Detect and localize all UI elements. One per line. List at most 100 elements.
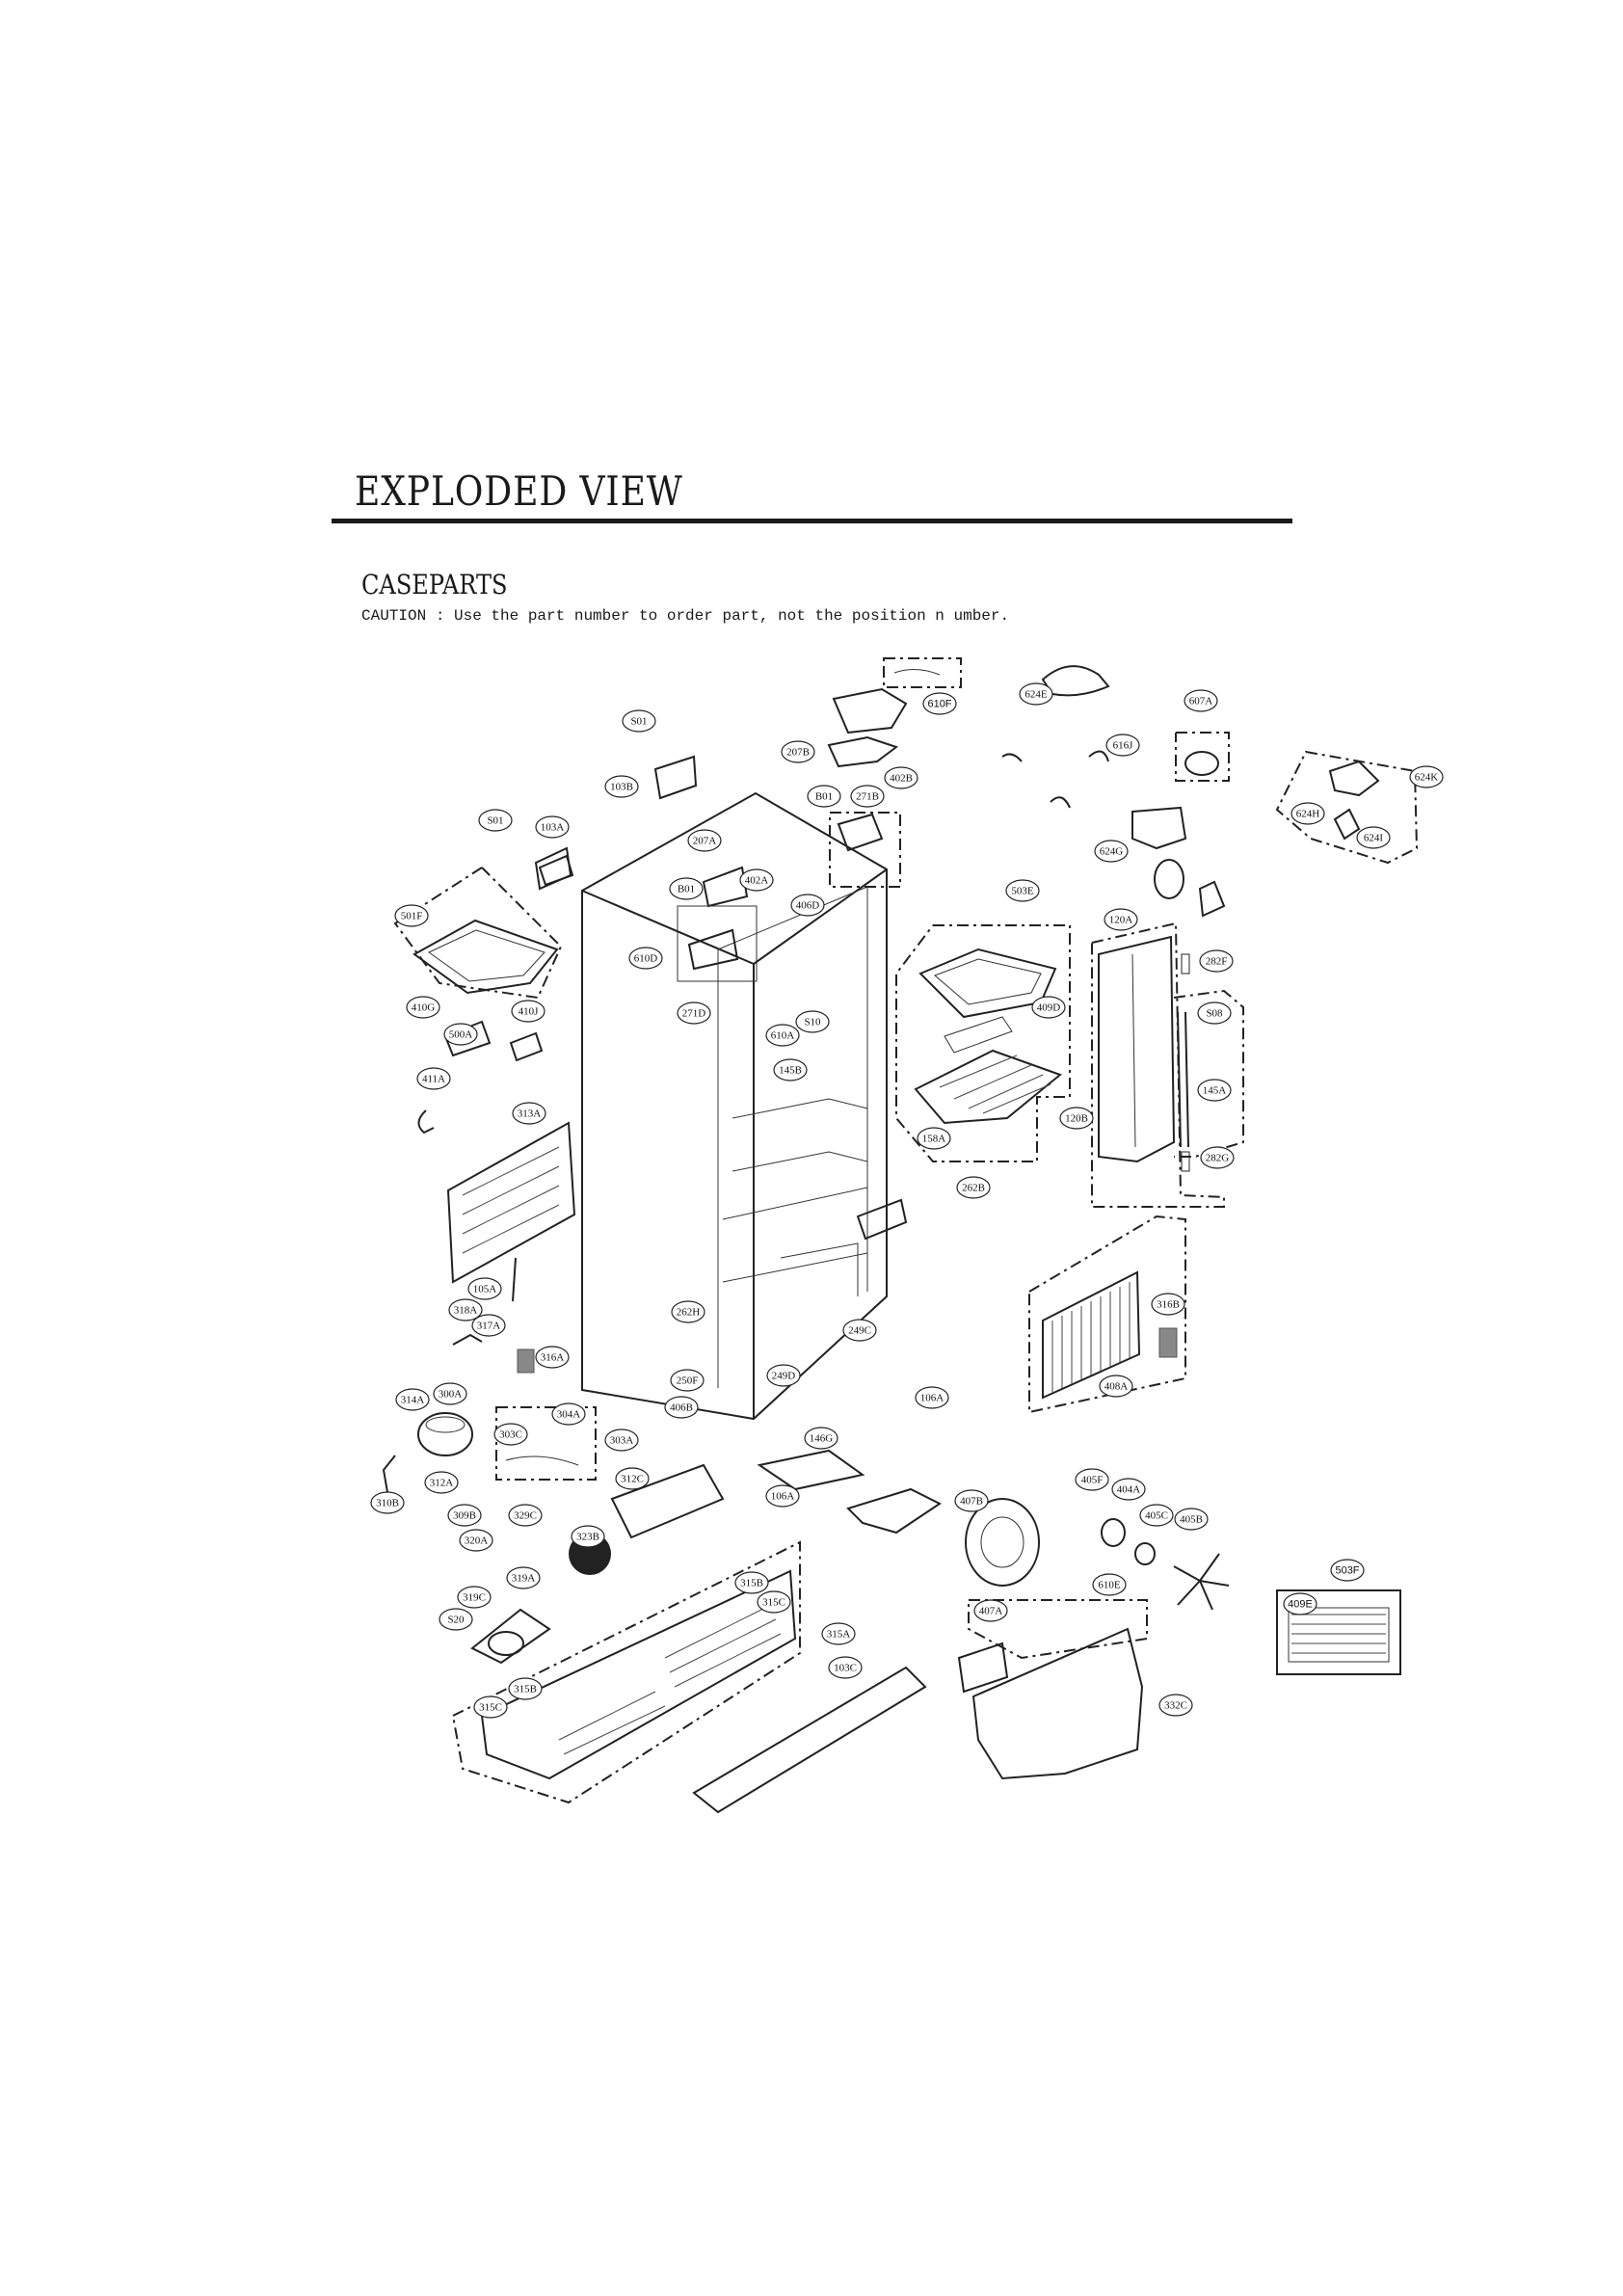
- callout-bubble: [1059, 1107, 1094, 1130]
- callout-text: 503E: [1011, 886, 1034, 897]
- callout-332c: 332C: [1158, 1694, 1193, 1717]
- callout-text: 607A: [1189, 696, 1213, 707]
- callout-bubble: [1099, 1375, 1133, 1398]
- callout-bubble: [535, 815, 570, 839]
- callout-text: 316A: [541, 1352, 565, 1364]
- callout-text: 406B: [670, 1402, 693, 1414]
- callout-bubble: [433, 1382, 467, 1405]
- callout-text: 616J: [1113, 740, 1134, 752]
- callout-406b: 406B: [664, 1396, 699, 1419]
- callout-319a: 319A: [506, 1566, 541, 1589]
- callout-bubble: [1197, 1001, 1232, 1025]
- callout-text: 320A: [465, 1535, 489, 1547]
- callout-bubble: [1330, 1559, 1365, 1582]
- callout-316a: 316A: [535, 1346, 570, 1369]
- callout-text: 313A: [518, 1108, 542, 1120]
- callout-103b: 103B: [604, 775, 639, 798]
- callout-text: S01: [487, 815, 503, 827]
- callout-309b: 309B: [447, 1504, 482, 1527]
- callout-bubble: [956, 1176, 991, 1199]
- caution-note: CAUTION : Use the part number to order p…: [361, 607, 1010, 625]
- callout-249c: 249C: [842, 1319, 877, 1342]
- callout-bubble: [370, 1491, 405, 1514]
- callout-bubble: [395, 1388, 430, 1411]
- callout-s20: S20: [439, 1608, 473, 1631]
- callout-bubble: [781, 740, 815, 763]
- callout-bubble: [1184, 689, 1218, 712]
- callout-text: 304A: [557, 1409, 581, 1421]
- callout-bubble: [473, 1695, 508, 1719]
- callout-624g: 624G: [1094, 840, 1129, 863]
- callout-624h: 624H: [1290, 802, 1325, 825]
- callout-text: 405B: [1180, 1514, 1203, 1526]
- callout-405f: 405F: [1075, 1468, 1109, 1491]
- callout-bubble: [1031, 996, 1066, 1019]
- callout-bubble: [604, 1428, 639, 1452]
- evaporator: [1028, 1215, 1186, 1414]
- callout-text: S20: [447, 1615, 465, 1626]
- callout-bubble: [1356, 826, 1391, 849]
- page-heading: EXPLODED VIEW: [355, 467, 683, 515]
- callout-610f: 610F: [922, 692, 957, 715]
- callout-s01: S01: [478, 809, 513, 832]
- callout-text: 411A: [422, 1074, 445, 1085]
- callout-bubble: [571, 1525, 605, 1548]
- callout-407a: 407A: [973, 1599, 1008, 1622]
- callout-bubble: [459, 1529, 493, 1552]
- callout-text: 408A: [1104, 1381, 1129, 1393]
- callout-106a: 106A: [915, 1386, 949, 1409]
- callout-624e: 624E: [1019, 682, 1053, 706]
- callout-text: 315B: [514, 1684, 537, 1695]
- callout-271d: 271D: [677, 1001, 711, 1025]
- section-title: CASEPARTS: [361, 569, 508, 601]
- callout-bubble: [406, 996, 440, 1019]
- callout-316b: 316B: [1151, 1293, 1185, 1316]
- callout-text: 300A: [439, 1389, 463, 1401]
- callout-text: 323B: [576, 1532, 599, 1543]
- callout-text: 250F: [677, 1375, 699, 1387]
- callout-bubble: [973, 1599, 1008, 1622]
- callout-262b: 262B: [956, 1176, 991, 1199]
- callout-409e: 409E: [1283, 1592, 1317, 1615]
- callout-146g: 146G: [804, 1427, 838, 1450]
- callout-105a: 105A: [467, 1277, 502, 1300]
- callout-text: 315A: [827, 1629, 851, 1641]
- callout-bubble: [669, 877, 704, 900]
- callout-624k: 624K: [1409, 765, 1444, 788]
- callout-bubble: [604, 775, 639, 798]
- callout-text: 409E: [1288, 1599, 1313, 1611]
- callout-bubble: [842, 1319, 877, 1342]
- callout-text: 405C: [1145, 1510, 1168, 1522]
- callout-501f: 501F: [394, 904, 429, 927]
- callout-bubble: [734, 1571, 769, 1594]
- callout-410g: 410G: [406, 996, 440, 1019]
- callout-text: B01: [815, 791, 833, 803]
- callout-text: 103C: [834, 1663, 857, 1674]
- callout-text: 624E: [1024, 689, 1048, 701]
- callout-262h: 262H: [671, 1300, 705, 1323]
- callout-text: 105A: [473, 1284, 497, 1295]
- callout-bubble: [687, 829, 722, 852]
- callout-282f: 282F: [1199, 949, 1234, 973]
- callout-bubble: [1283, 1592, 1317, 1615]
- callout-bubble: [739, 868, 774, 892]
- callout-bubble: [1200, 1146, 1235, 1169]
- callout-bubble: [922, 692, 957, 715]
- callout-315c: 315C: [473, 1695, 508, 1719]
- callout-text: 314A: [401, 1395, 425, 1406]
- callout-text: 103B: [610, 782, 633, 793]
- callout-207b: 207B: [781, 740, 815, 763]
- bottom-parts: [451, 1449, 1401, 1814]
- callout-407b: 407B: [954, 1489, 989, 1512]
- callout-text: 309B: [453, 1510, 476, 1522]
- callout-text: 329C: [514, 1510, 537, 1522]
- callout-text: 312A: [430, 1478, 454, 1489]
- callout-250f: 250F: [670, 1369, 705, 1392]
- callout-bubble: [1197, 1079, 1232, 1102]
- callout-bubble: [447, 1504, 482, 1527]
- callout-text: 500A: [449, 1029, 473, 1041]
- callout-text: S10: [804, 1017, 821, 1028]
- callout-bubble: [671, 1300, 705, 1323]
- callout-300a: 300A: [433, 1382, 467, 1405]
- callout-text: 316B: [1157, 1299, 1180, 1311]
